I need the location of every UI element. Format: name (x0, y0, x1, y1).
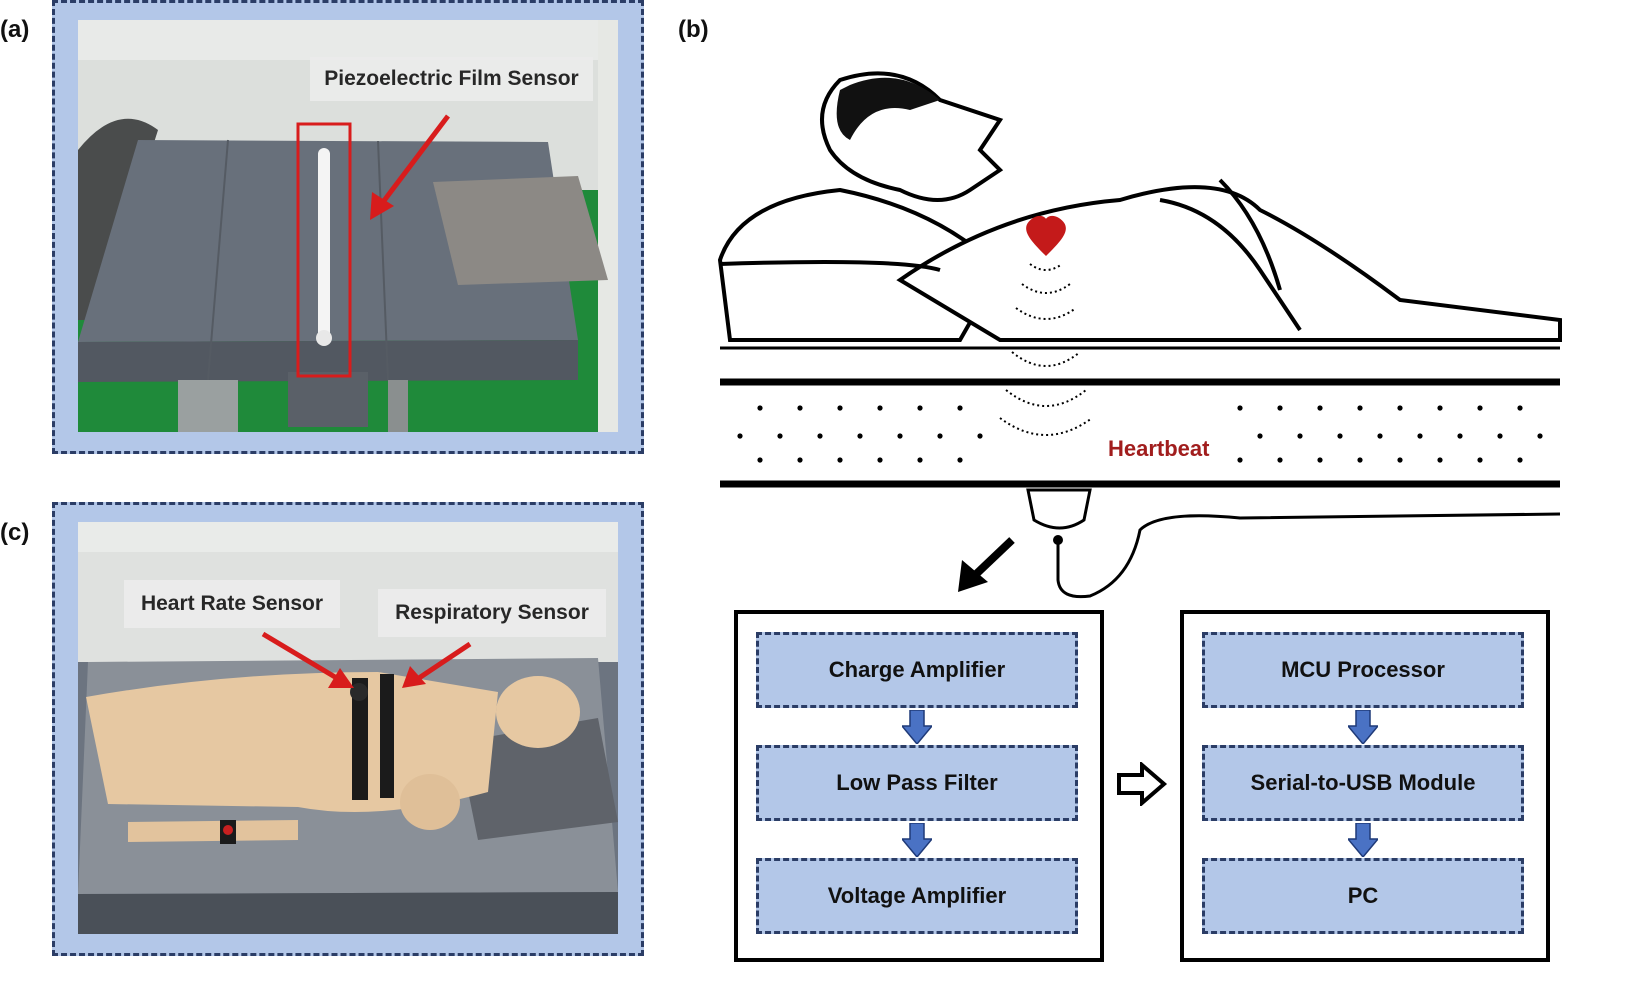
mattress-dot (957, 405, 963, 411)
down-arrow-icon (902, 823, 932, 857)
panel-a-label: (a) (0, 16, 30, 43)
mattress-dot (1477, 457, 1483, 463)
mattress-dot (937, 433, 943, 439)
sleeping-person-illustration (717, 71, 1562, 599)
mattress-dot (1237, 405, 1243, 411)
down-arrow-icon (1348, 710, 1378, 744)
signal-block-low-pass-filter: Low Pass Filter (756, 745, 1078, 821)
mattress-dot (797, 457, 803, 463)
mattress-dot (1357, 457, 1363, 463)
mattress-dot (1277, 405, 1283, 411)
signal-block-pc: PC (1202, 858, 1524, 934)
mattress-dot (1437, 457, 1443, 463)
mattress-dot (837, 457, 843, 463)
mattress-dots (737, 405, 1543, 463)
panel-c-photo (78, 522, 618, 934)
mattress-dot (1397, 405, 1403, 411)
mattress-dot (737, 433, 743, 439)
hollow-right-arrow-icon (1117, 762, 1168, 806)
mattress-dot (1397, 457, 1403, 463)
mattress-dot (857, 433, 863, 439)
mattress-dot (757, 457, 763, 463)
mattress-dot (1517, 405, 1523, 411)
heart-rate-sensor-callout: Heart Rate Sensor (124, 580, 340, 628)
heart-icon (1026, 215, 1066, 256)
mattress-dot (917, 405, 923, 411)
piezo-sensor-callout: Piezoelectric Film Sensor (310, 57, 593, 101)
respiratory-sensor-callout: Respiratory Sensor (378, 589, 606, 637)
mattress-dot (1457, 433, 1463, 439)
mattress-dot (817, 433, 823, 439)
mattress-dot (1517, 457, 1523, 463)
mattress-dot (1337, 433, 1343, 439)
mattress-dot (837, 405, 843, 411)
mattress-dot (1377, 433, 1383, 439)
mattress-dot (957, 457, 963, 463)
mattress-dot (1437, 405, 1443, 411)
signal-block-mcu-processor: MCU Processor (1202, 632, 1524, 708)
mattress-dot (777, 433, 783, 439)
mattress-dot (1537, 433, 1543, 439)
mattress-dot (977, 433, 983, 439)
mattress-dot (1477, 405, 1483, 411)
mattress-dot (1297, 433, 1303, 439)
heartbeat-label: Heartbeat (1108, 436, 1210, 461)
mattress-dot (1277, 457, 1283, 463)
mattress-dot (877, 405, 883, 411)
mattress-dot (757, 405, 763, 411)
mattress-dot (1357, 405, 1363, 411)
mattress-dot (917, 457, 923, 463)
panel-c-label: (c) (0, 519, 30, 546)
mattress-dot (897, 433, 903, 439)
panel-a-photo (78, 20, 618, 432)
panel-b-label: (b) (678, 16, 709, 43)
signal-block-voltage-amplifier: Voltage Amplifier (756, 858, 1078, 934)
mattress-dot (1317, 405, 1323, 411)
signal-block-serial-to-usb: Serial-to-USB Module (1202, 745, 1524, 821)
signal-block-charge-amplifier: Charge Amplifier (756, 632, 1078, 708)
down-arrow-icon (1348, 823, 1378, 857)
mattress-dot (1497, 433, 1503, 439)
mattress-dot (1317, 457, 1323, 463)
mattress-dot (1237, 457, 1243, 463)
mattress-dot (1257, 433, 1263, 439)
down-arrow-icon (902, 710, 932, 744)
mattress-dot (1417, 433, 1423, 439)
mattress-dot (877, 457, 883, 463)
mattress-dot (797, 405, 803, 411)
